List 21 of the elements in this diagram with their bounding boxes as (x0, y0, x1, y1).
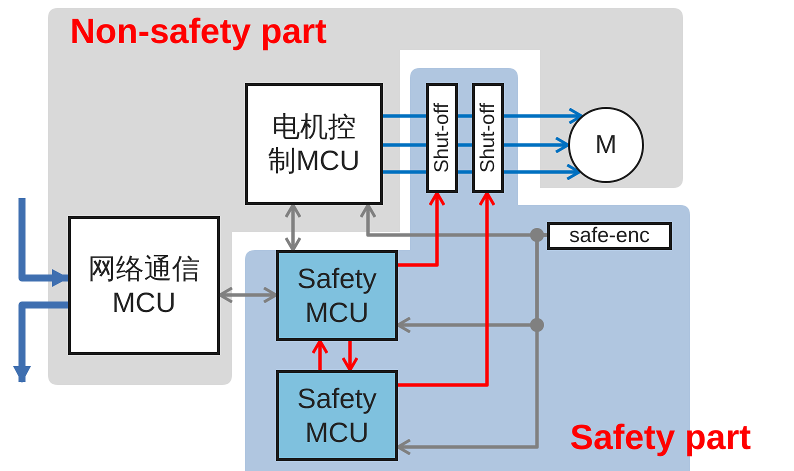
arrow (504, 164, 581, 180)
arrow (398, 192, 496, 387)
arrow (342, 341, 358, 372)
arrow (504, 136, 570, 154)
safety-mcu-box: Safety MCU (276, 370, 398, 461)
region-heading: Non-safety part (70, 14, 327, 49)
shut-off-box: Shut-off (472, 83, 504, 193)
arrow (504, 108, 583, 124)
arrow (218, 286, 278, 304)
label-box: safe-enc (547, 222, 672, 250)
arrow (398, 192, 446, 267)
arrow (13, 302, 68, 383)
arrow (396, 233, 547, 456)
region-heading: Safety part (570, 420, 751, 455)
arrow (312, 340, 328, 370)
safety-mcu-box: Safety MCU (276, 250, 398, 341)
arrow (18, 198, 69, 287)
mcu-box: 网络通信MCU (68, 216, 220, 355)
arrow (284, 204, 302, 252)
mcu-box: 电机控制MCU (245, 83, 383, 205)
shut-off-box: Shut-off (426, 83, 458, 193)
